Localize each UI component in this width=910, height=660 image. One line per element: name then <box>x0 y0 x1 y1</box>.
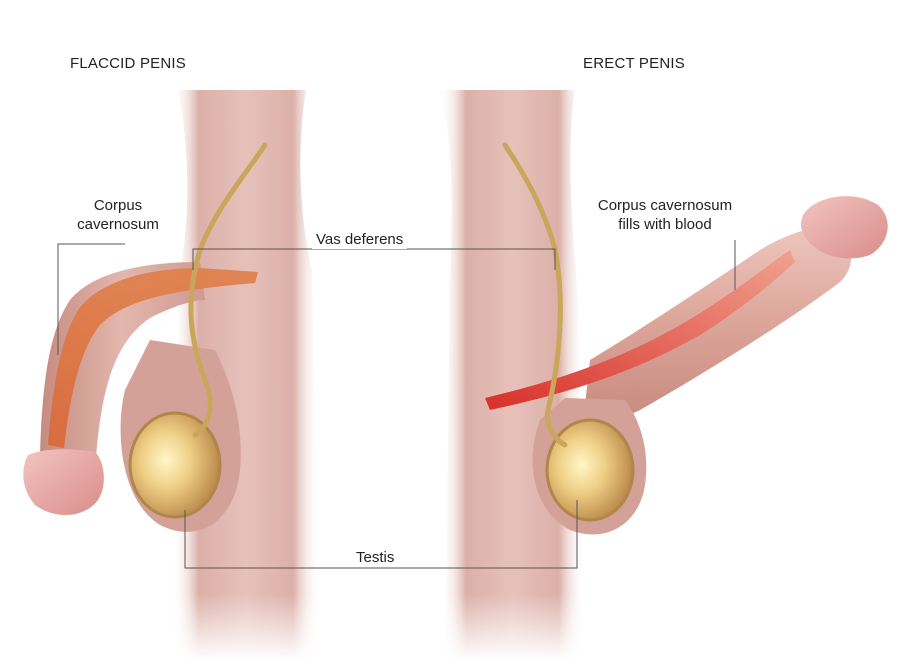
erect-glans <box>800 196 888 259</box>
title-erect: ERECT PENIS <box>583 55 685 72</box>
label-corpus-left-line1: Corpus <box>93 197 143 214</box>
erect-shaft <box>485 228 852 420</box>
label-corpus-right-line1: Corpus cavernosum <box>597 197 733 214</box>
leader-lines <box>57 240 736 569</box>
left-scrotum <box>120 340 241 532</box>
right-torso <box>440 90 585 660</box>
leader-testis <box>184 500 578 569</box>
label-corpus-left-line2: cavernosum <box>77 216 159 233</box>
flaccid-glans <box>23 449 104 516</box>
label-corpus-right-line2: fills with blood <box>618 216 712 233</box>
flaccid-shaft <box>40 262 258 470</box>
label-testis: Testis <box>356 549 395 566</box>
label-corpus-cavernosum-left: Corpus cavernosum <box>58 196 178 234</box>
label-corpus-cavernosum-right: Corpus cavernosum fills with blood <box>565 196 765 234</box>
right-vas-deferens <box>502 142 568 448</box>
right-scrotum <box>532 398 647 535</box>
leader-vas-deferens <box>192 248 556 270</box>
label-vas-deferens: Vas deferens <box>312 230 408 249</box>
leader-corpus-left <box>57 243 125 355</box>
title-flaccid: FLACCID PENIS <box>70 55 186 72</box>
left-vas-deferens <box>188 142 268 438</box>
